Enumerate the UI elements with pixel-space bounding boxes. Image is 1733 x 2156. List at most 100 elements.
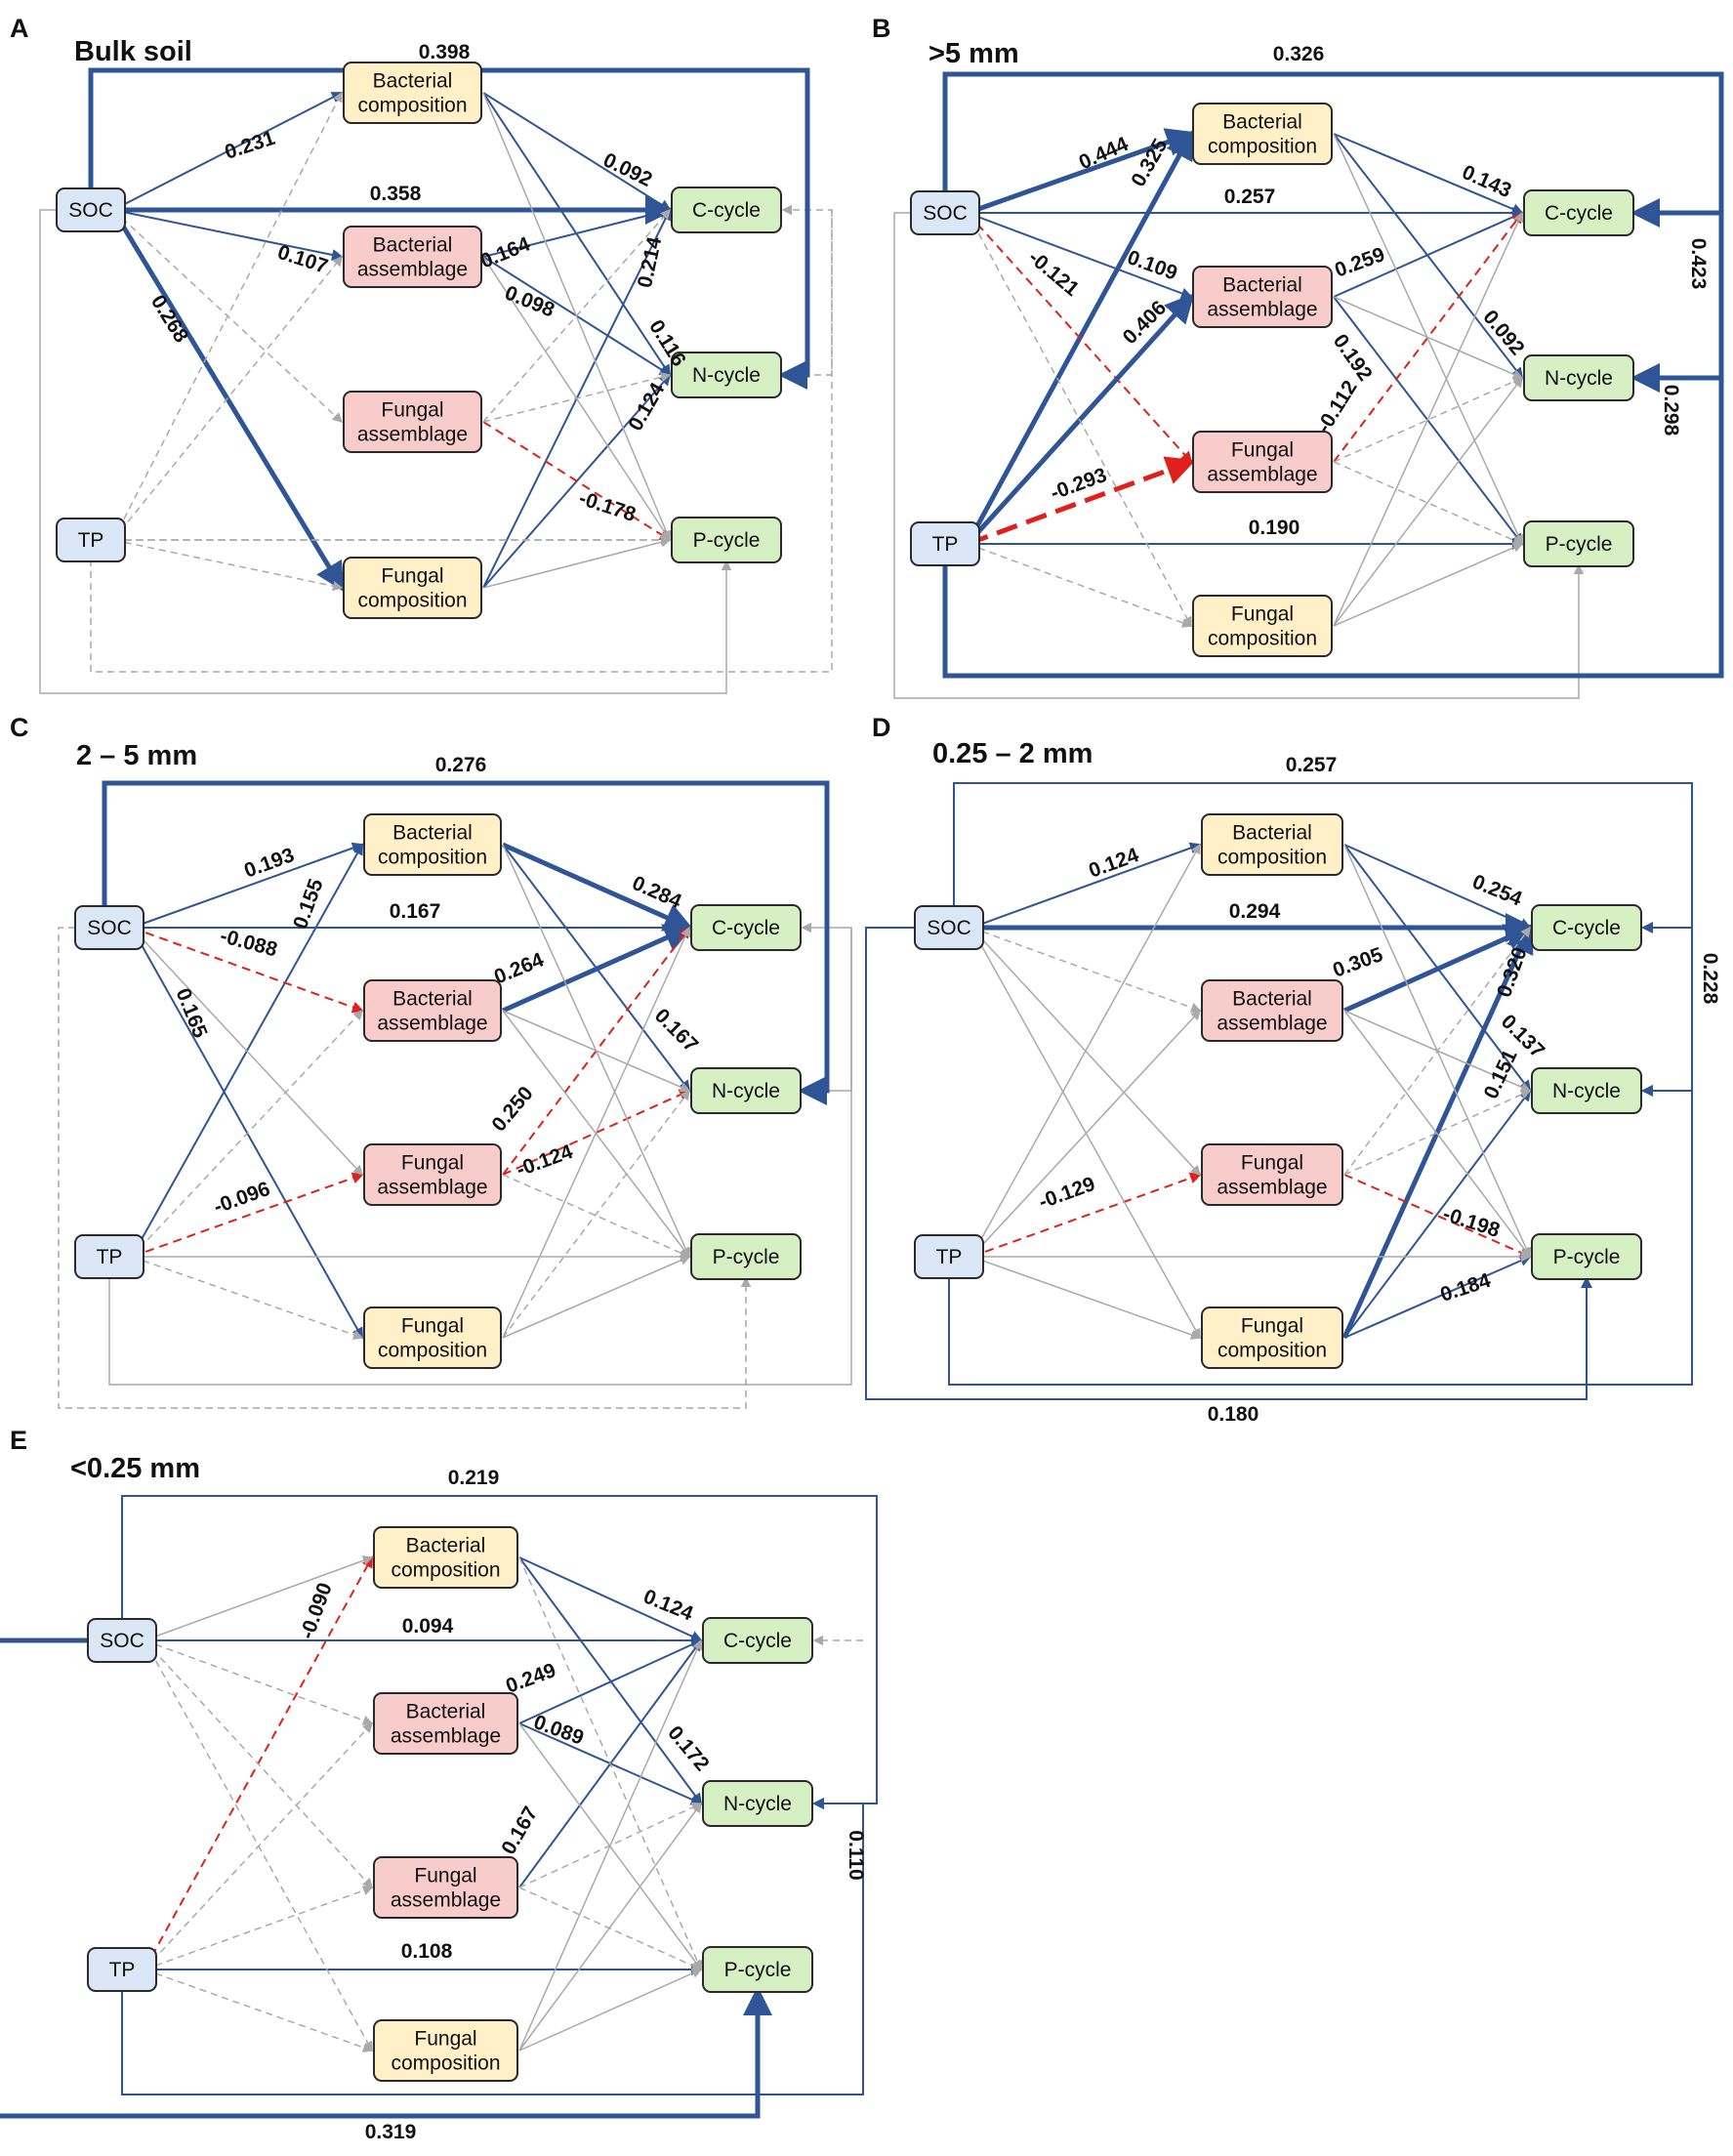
node-n-cycle-label: N-cycle — [1545, 367, 1613, 390]
nonsig-path — [967, 212, 1192, 628]
node-p-cycle: P-cycle — [1531, 1233, 1642, 1280]
node-c-cycle-box — [702, 1617, 813, 1664]
node-n-cycle: N-cycle — [1523, 354, 1634, 401]
node-soc-box — [910, 190, 980, 235]
nonsig-path — [144, 1969, 374, 2052]
negative-path — [1343, 1174, 1532, 1259]
node-fungal-composition-label: composition — [1217, 1340, 1327, 1362]
nonsig-path — [131, 1009, 364, 1258]
nonsig-path — [518, 1802, 702, 2052]
path-coefficient: 0.214 — [634, 234, 666, 289]
path-coefficient: 0.098 — [502, 281, 558, 321]
positive-path — [942, 363, 1724, 679]
node-soc: SOC — [56, 187, 126, 232]
node-bacterial-assemblage-label: Bacterial — [1232, 988, 1312, 1011]
positive-path — [482, 92, 672, 212]
node-n-cycle: N-cycle — [690, 1067, 802, 1114]
panel-title: 0.25 – 2 mm — [932, 738, 1093, 769]
node-bacterial-composition-box — [373, 1526, 518, 1589]
positive-path — [518, 1556, 703, 1642]
node-bacterial-assemblage-label: assemblage — [377, 1013, 487, 1035]
path-coefficient: -0.096 — [211, 1178, 273, 1219]
panel-letter: C — [10, 713, 29, 742]
nonsig-path — [518, 1968, 703, 2052]
nonsig-path — [482, 537, 672, 589]
nonsig-path — [1343, 1089, 1532, 1176]
positive-path — [102, 780, 830, 1105]
node-n-cycle-box — [1523, 354, 1634, 401]
path-coefficient: 0.110 — [845, 1830, 867, 1880]
node-c-cycle-box — [1531, 904, 1642, 951]
path-coefficient: 0.167 — [497, 1803, 542, 1858]
panel-frame-lines — [893, 212, 1585, 699]
path-coefficient: 0.249 — [503, 1659, 558, 1698]
nonsig-path — [144, 1721, 374, 1970]
path-coefficient: 0.319 — [365, 2121, 417, 2143]
node-bacterial-composition-label: Bacterial — [392, 822, 473, 845]
node-p-cycle: P-cycle — [702, 1946, 813, 1993]
node-fungal-assemblage-label: assemblage — [377, 1177, 487, 1199]
node-fungal-assemblage-label: Fungal — [1241, 1152, 1303, 1175]
positive-path — [112, 209, 344, 261]
panel-letter: E — [10, 1426, 27, 1455]
nonsig-path — [783, 210, 833, 376]
node-bacterial-composition-box — [1192, 103, 1333, 165]
nodes: SOC TP Bacterial compositionBacterialassemb… — [56, 62, 782, 619]
node-fungal-assemblage-box — [343, 391, 482, 453]
nonsig-path — [1333, 376, 1523, 627]
nonsig-path — [108, 922, 852, 1386]
node-c-cycle-label: C-cycle — [1545, 202, 1613, 225]
node-tp-label: TP — [932, 533, 959, 556]
panel-e: SOCTPBacterialcompositionBacterialassemb… — [0, 1426, 878, 2143]
node-n-cycle-box — [671, 352, 782, 398]
path-coefficient: 0.124 — [624, 379, 669, 435]
node-p-cycle-label: P-cycle — [713, 1246, 780, 1268]
path-coefficient: 0.155 — [289, 876, 328, 933]
path-coefficient: 0.164 — [477, 232, 534, 272]
node-fungal-assemblage-box — [373, 1856, 518, 1919]
negative-path — [131, 927, 364, 1014]
nonsig-path — [131, 1256, 364, 1340]
node-fungal-composition-box — [363, 1306, 502, 1369]
node-c-cycle: C-cycle — [1523, 189, 1634, 236]
path-coefficient: -0.124 — [514, 1140, 576, 1182]
node-fungal-composition-box — [373, 2019, 518, 2082]
node-fungal-composition-label: Fungal — [1241, 1315, 1303, 1338]
node-fungal-composition-label: composition — [391, 2052, 500, 2075]
nonsig-path — [970, 927, 1202, 1013]
node-bacterial-composition-label: Bacterial — [1232, 822, 1312, 845]
node-tp: TP — [56, 518, 126, 562]
nonsig-path — [1333, 542, 1524, 627]
node-c-cycle-box — [671, 187, 782, 233]
node-fungal-composition-label: Fungal — [414, 2028, 476, 2051]
path-coefficient: 0.398 — [419, 41, 471, 63]
path-coefficient: 0.143 — [1459, 161, 1514, 202]
node-p-cycle: P-cycle — [690, 1233, 802, 1280]
positive-path — [1343, 844, 1532, 930]
negative-path — [502, 1089, 691, 1176]
node-bacterial-assemblage-label: Bacterial — [373, 234, 453, 257]
path-coefficient: -0.178 — [576, 487, 639, 526]
node-soc-label: SOC — [927, 917, 971, 939]
path-coefficient: -0.129 — [1036, 1173, 1098, 1214]
nonsig-path — [518, 1556, 703, 1971]
nonsig-path — [502, 1255, 691, 1339]
panel-letter: A — [10, 14, 29, 43]
path-coefficient: 0.165 — [172, 985, 212, 1042]
nonsig-path — [502, 1010, 691, 1093]
node-bacterial-composition-label: composition — [357, 95, 467, 117]
path-coefficient: 0.108 — [401, 1940, 453, 1963]
node-tp-box — [56, 518, 126, 562]
nonsig-path — [58, 927, 752, 1409]
node-soc-label: SOC — [923, 202, 968, 225]
node-p-cycle-box — [671, 517, 782, 563]
node-c-cycle: C-cycle — [702, 1617, 813, 1664]
node-fungal-composition-label: Fungal — [401, 1315, 464, 1338]
node-soc-box — [914, 905, 984, 950]
